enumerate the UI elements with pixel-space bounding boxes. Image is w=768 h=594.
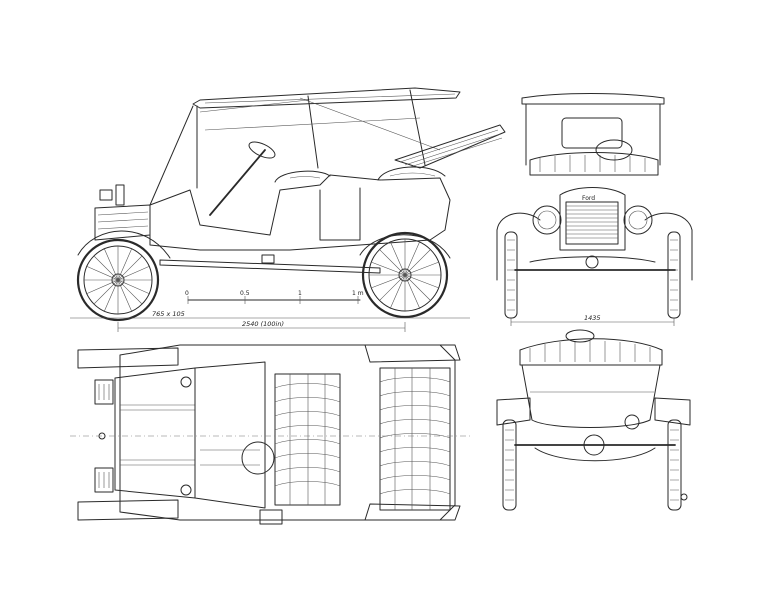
- scale-tick-3: 1 m: [352, 290, 364, 297]
- top-view: [70, 344, 470, 525]
- front-wheel: [76, 238, 160, 322]
- scale-tick-1: 0.5: [240, 290, 250, 297]
- front-seat: [274, 373, 341, 506]
- rear-seat: [379, 367, 451, 511]
- scale-tick-2: 1: [298, 290, 302, 297]
- side-view: 2540 (100in) 765 x 105 0 0.5 1 1 m: [70, 87, 506, 332]
- track-label: 1435: [584, 314, 601, 322]
- scale-tick-0: 0: [185, 290, 189, 297]
- tire-size-label: 765 x 105: [152, 310, 185, 318]
- radiator-badge: Ford: [582, 195, 595, 202]
- rear-view: [496, 329, 691, 511]
- front-view: Ford 1435: [496, 93, 693, 326]
- wheelbase-label: 2540 (100in): [242, 320, 284, 328]
- rear-wheel: [361, 231, 449, 319]
